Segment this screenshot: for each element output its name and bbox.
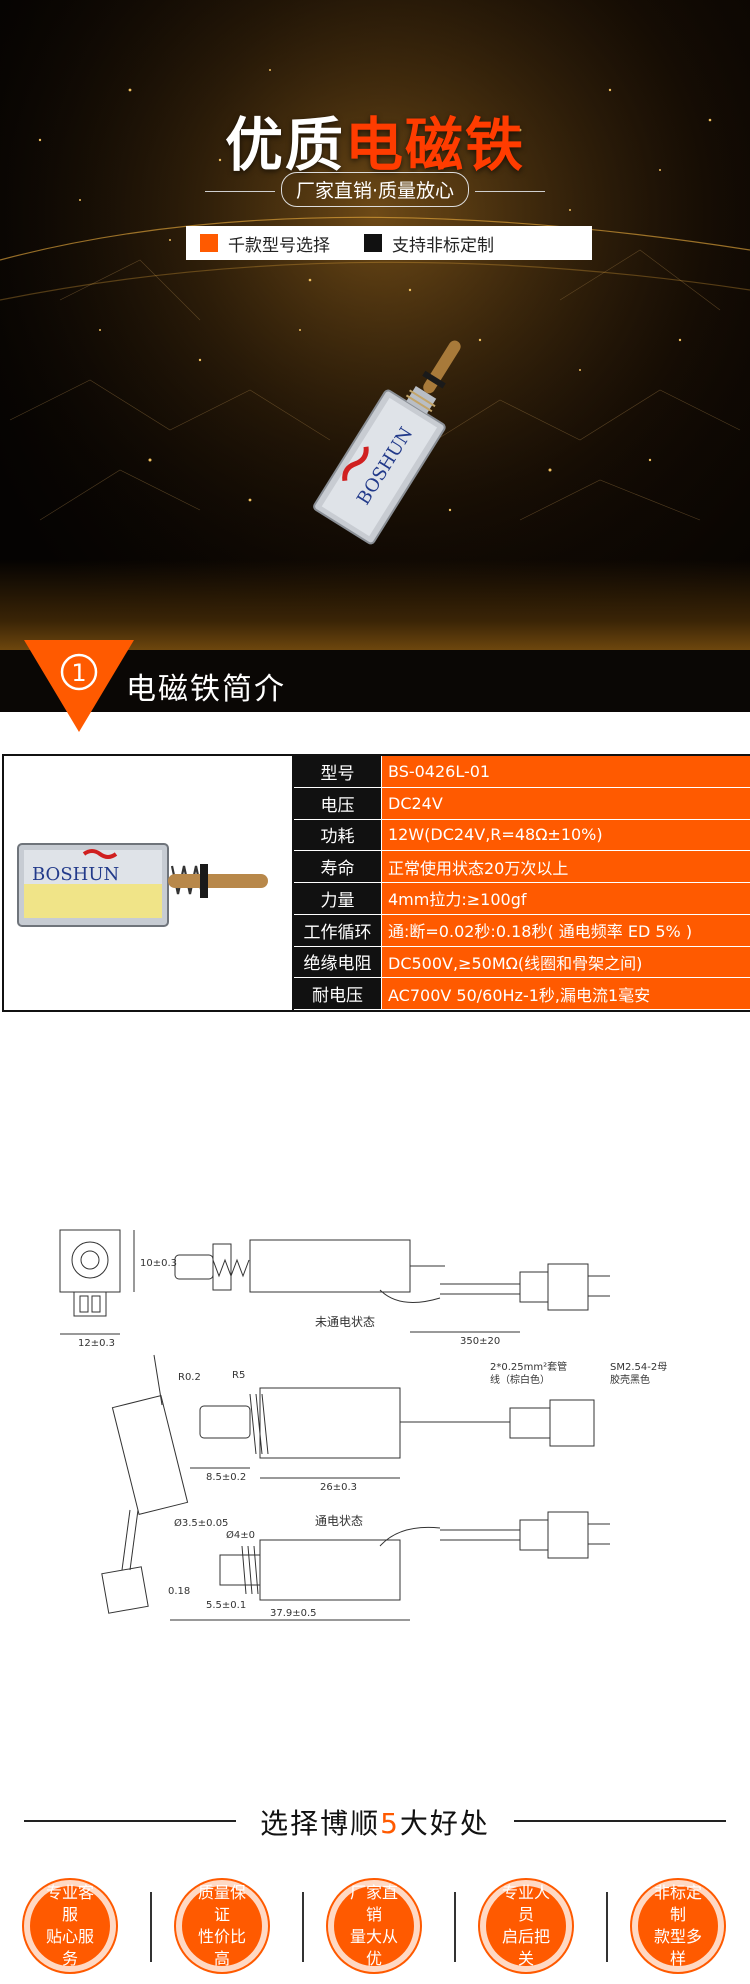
orange-square-icon (200, 234, 218, 252)
advantage-line2: 启后把关 (501, 1927, 550, 1968)
solenoid-product-image: BOSHUN (313, 340, 461, 545)
advantage-line2: 款型多样 (653, 1927, 702, 1968)
spec-value: 通:断=0.02秒:0.18秒( 通电频率 ED 5% ) (382, 914, 750, 946)
spec-key: 力量 (294, 883, 382, 914)
advantages-title-number: 5 (380, 1807, 400, 1840)
spec-key: 寿命 (294, 851, 382, 882)
section-number-badge: 1 (24, 640, 134, 732)
advantages-title-suffix: 大好处 (399, 1807, 490, 1840)
spec-value: DC24V (382, 787, 750, 819)
advantage-badge: 非标定制款型多样 (632, 1880, 724, 1972)
dim-5-5: 5.5±0.1 (206, 1600, 246, 1611)
advantages-title: 选择博顺5大好处 (0, 1802, 750, 1842)
advantage-line1: 专业人员 (501, 1883, 550, 1924)
hero-title: 优质电磁铁 (0, 98, 750, 182)
spec-key: 电压 (294, 787, 382, 819)
wire-note-2: 线（棕白色） (490, 1373, 550, 1386)
spec-value: AC700V 50/60Hz-1秒,漏电流1毫安 (382, 978, 750, 1009)
divider-line (24, 1820, 236, 1822)
feature-label-2: 支持非标定制 (392, 235, 494, 256)
dim-37-9: 37.9±0.5 (270, 1608, 317, 1619)
spec-value: DC500V,≥50MΩ(线圈和骨架之间) (382, 946, 750, 978)
dim-0-18: 0.18 (168, 1586, 190, 1597)
spec-row: 工作循环通:断=0.02秒:0.18秒( 通电频率 ED 5% ) (294, 914, 750, 947)
divider-line (204, 191, 275, 192)
connector-note-2: 胶壳黑色 (610, 1373, 650, 1386)
advantage-badge: 专业人员启后把关 (480, 1880, 572, 1972)
dim-26: 26±0.3 (320, 1482, 357, 1493)
advantage-line1: 非标定制 (653, 1883, 702, 1924)
feature-label-1: 千款型号选择 (228, 235, 330, 256)
connector-note-1: SM2.54-2母 (610, 1361, 667, 1373)
section-number: 1 (71, 659, 86, 687)
advantage-line1: 厂家直销 (349, 1883, 398, 1924)
hero-feature-bar: 千款型号选择 支持非标定制 (186, 226, 592, 260)
advantage-badge: 专业客服贴心服务 (24, 1880, 116, 1972)
spec-key: 绝缘电阻 (294, 946, 382, 978)
spec-product-photo: BOSHUN (4, 756, 294, 1010)
end-view-outline (59, 1229, 121, 1293)
hero-subtitle: 厂家直销·质量放心 (0, 172, 750, 207)
technical-drawing: 未通电状态 通电状态 12±0.3 10±0.3 350±20 R0.2 R5 … (59, 1229, 667, 1621)
black-square-icon (364, 234, 382, 252)
spec-key: 功耗 (294, 819, 382, 851)
spec-value: 12W(DC24V,R=48Ω±10%) (382, 819, 750, 851)
spec-value: 正常使用状态20万次以上 (382, 851, 750, 882)
advantage-line1: 专业客服 (45, 1883, 94, 1924)
spec-value: BS-0426L-01 (382, 756, 750, 787)
advantages-title-prefix: 选择博顺 (260, 1807, 381, 1840)
spec-key: 型号 (294, 756, 382, 787)
dim-d4: Ø4±0 (226, 1529, 255, 1541)
advantage-line2: 贴心服务 (45, 1927, 94, 1968)
dim-r: R0.2 (178, 1372, 201, 1383)
dim-width: 12±0.3 (78, 1338, 115, 1349)
spec-key: 工作循环 (294, 914, 382, 946)
hero-subtitle-pill: 厂家直销·质量放心 (280, 172, 470, 207)
advantage-badge: 厂家直销量大从优 (328, 1880, 420, 1972)
advantage-line2: 性价比高 (197, 1927, 246, 1968)
section-header-bar (0, 650, 750, 712)
dim-r5: R5 (232, 1370, 245, 1381)
advantage-separator (454, 1892, 456, 1962)
wire-note-1: 2*0.25mm²套管 (490, 1360, 567, 1373)
dim-d3-5: Ø3.5±0.05 (174, 1517, 228, 1529)
advantage-separator (606, 1892, 608, 1962)
advantages-list: 专业客服贴心服务 质量保证性价比高 厂家直销量大从优 专业人员启后把关 非标定制… (0, 1880, 750, 1972)
spec-key: 耐电压 (294, 978, 382, 1009)
advantages-header: 选择博顺5大好处 (0, 1800, 750, 1840)
spec-row: 寿命正常使用状态20万次以上 (294, 851, 750, 883)
dim-height: 10±0.3 (140, 1258, 177, 1269)
spec-brand-text: BOSHUN (32, 864, 119, 885)
dim-cable: 350±20 (460, 1336, 500, 1347)
dim-8-5: 8.5±0.2 (206, 1472, 246, 1483)
section-title: 电磁铁简介 (126, 672, 286, 707)
spec-value: 4mm拉力:≥100gf (382, 883, 750, 914)
label-not-energized: 未通电状态 (315, 1315, 375, 1329)
advantage-separator (150, 1892, 152, 1962)
label-energized: 通电状态 (315, 1514, 363, 1528)
divider-line (514, 1820, 726, 1822)
solenoid-side-icon: BOSHUN (17, 843, 268, 927)
divider-line (475, 191, 546, 192)
hero-title-white: 优质 (224, 111, 345, 179)
advantage-line1: 质量保证 (197, 1883, 246, 1924)
advantage-separator (302, 1892, 304, 1962)
hero-title-orange: 电磁铁 (345, 111, 526, 179)
advantage-line2: 量大从优 (349, 1927, 398, 1968)
hero-banner: 优质电磁铁 厂家直销·质量放心 千款型号选择 支持非标定制 BOSHUN (0, 0, 750, 712)
advantage-badge: 质量保证性价比高 (176, 1880, 268, 1972)
